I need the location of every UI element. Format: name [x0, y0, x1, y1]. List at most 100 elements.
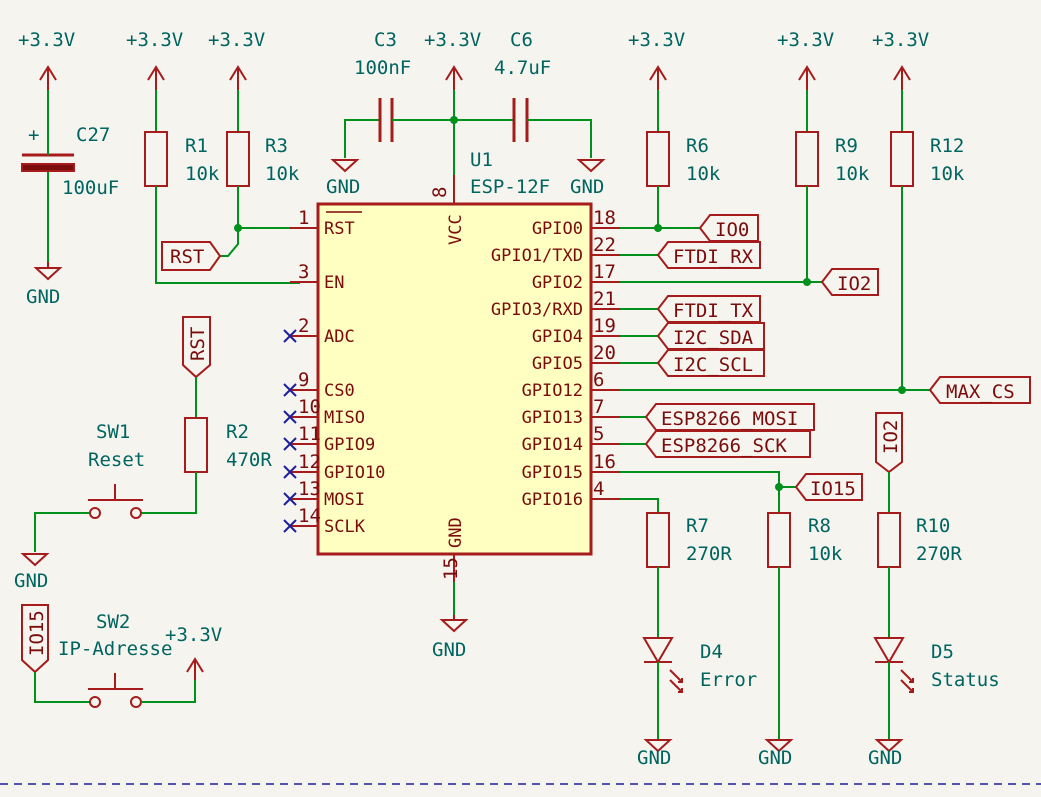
svg-text:GND: GND — [14, 570, 48, 592]
svg-text:GND: GND — [26, 286, 60, 308]
r3-ref: R3 — [265, 135, 288, 157]
net-label-max-cs: MAX_CS — [946, 381, 1015, 403]
svg-text:RST: RST — [324, 219, 355, 239]
svg-text:2: 2 — [298, 315, 309, 337]
power-sw2: +3.3V — [165, 624, 222, 680]
c3-value: 100nF — [354, 57, 411, 79]
u1-value: ESP-12F — [470, 176, 550, 198]
svg-text:GND: GND — [570, 176, 604, 198]
r1-ref: R1 — [185, 135, 208, 157]
svg-text:GPIO4: GPIO4 — [532, 327, 583, 347]
net-label-io2-vertical: IO2 — [875, 412, 903, 513]
c27-value: 100uF — [62, 177, 119, 199]
gpio13-net: ESP8266_MOSI — [620, 403, 815, 431]
svg-text:+3.3V: +3.3V — [208, 29, 265, 51]
net-label-ftdi-tx: FTDI_TX — [673, 300, 754, 322]
c3-ref: C3 — [374, 29, 397, 51]
r8-resistor: R8 10k — [767, 512, 843, 740]
r1-value: 10k — [185, 163, 220, 185]
svg-text:5: 5 — [593, 423, 604, 445]
svg-text:+3.3V: +3.3V — [872, 29, 929, 51]
net-label-rst-vertical: RST — [182, 316, 211, 418]
d4-value: Error — [700, 669, 757, 691]
svg-text:+3.3V: +3.3V — [165, 624, 222, 646]
c27-polarity: + — [28, 124, 39, 146]
svg-text:1: 1 — [298, 207, 309, 229]
svg-text:GND: GND — [326, 176, 360, 198]
r2-resistor: R2 470R — [141, 417, 272, 514]
r2-ref: R2 — [226, 421, 249, 443]
svg-text:EN: EN — [324, 273, 344, 293]
c27-capacitor: + C27 100uF — [21, 75, 119, 262]
gnd-c27: GND — [26, 262, 63, 308]
svg-text:GND: GND — [432, 639, 466, 661]
svg-text:GPIO1/TXD: GPIO1/TXD — [491, 246, 583, 266]
r6-value: 10k — [686, 163, 721, 185]
net-label-i2c-sda: I2C_SDA — [673, 327, 754, 349]
svg-text:4: 4 — [593, 478, 604, 500]
svg-text:SCLK: SCLK — [324, 517, 366, 537]
r2-value: 470R — [226, 449, 272, 471]
svg-text:+3.3V: +3.3V — [18, 29, 75, 51]
r6-resistor: +3.3V R6 10k — [628, 29, 721, 228]
d5-led: D5 Status — [873, 637, 1000, 740]
svg-text:+3.3V: +3.3V — [424, 29, 481, 51]
svg-text:GND: GND — [758, 747, 792, 769]
sw2-ref: SW2 — [96, 611, 130, 633]
svg-text:GPIO12: GPIO12 — [522, 381, 583, 401]
svg-text:+3.3V: +3.3V — [777, 29, 834, 51]
r9-resistor: +3.3V R9 10k — [777, 29, 870, 282]
svg-text:GPIO16: GPIO16 — [522, 490, 583, 510]
gpio2-net: IO2 — [620, 268, 879, 296]
svg-text:15: 15 — [440, 557, 462, 580]
power-c27: +3.3V — [18, 29, 75, 90]
r10-ref: R10 — [916, 515, 950, 537]
svg-text:3: 3 — [298, 261, 309, 283]
gpio14-net: ESP8266_SCK — [620, 430, 811, 458]
svg-text:GPIO0: GPIO0 — [532, 219, 583, 239]
svg-text:IO15: IO15 — [26, 610, 48, 656]
svg-text:+3.3V: +3.3V — [628, 29, 685, 51]
r9-value: 10k — [835, 163, 870, 185]
gpio16-net — [620, 498, 659, 513]
power-u1-vcc: +3.3V — [424, 29, 481, 175]
net-label-esp-sck: ESP8266_SCK — [661, 435, 787, 457]
svg-text:7: 7 — [593, 396, 604, 418]
net-label-io15-vertical: IO15 — [21, 604, 90, 703]
svg-text:6: 6 — [593, 369, 604, 391]
svg-text:GPIO3/RXD: GPIO3/RXD — [491, 300, 583, 320]
svg-text:GND: GND — [868, 747, 902, 769]
svg-text:14: 14 — [298, 505, 321, 527]
r1-resistor: +3.3V R1 10k — [126, 29, 300, 284]
svg-text:GPIO2: GPIO2 — [532, 273, 583, 293]
gnd-r8: GND — [758, 739, 794, 769]
svg-text:17: 17 — [593, 261, 616, 283]
r12-resistor: +3.3V R12 10k — [872, 29, 965, 390]
gpio3-net: FTDI_TX — [620, 295, 761, 323]
gpio1-net: FTDI_RX — [620, 241, 761, 269]
svg-text:10: 10 — [298, 396, 321, 418]
r3-value: 10k — [265, 163, 300, 185]
c6-capacitor: GND C6 4.7uF — [454, 29, 606, 198]
c3-capacitor: GND C3 100nF — [326, 29, 454, 198]
svg-text:MOSI: MOSI — [324, 490, 365, 510]
net-label-i2c-scl: I2C_SCL — [673, 354, 753, 376]
svg-text:8: 8 — [429, 187, 451, 198]
net-label-ftdi-rx: FTDI_RX — [673, 246, 754, 268]
